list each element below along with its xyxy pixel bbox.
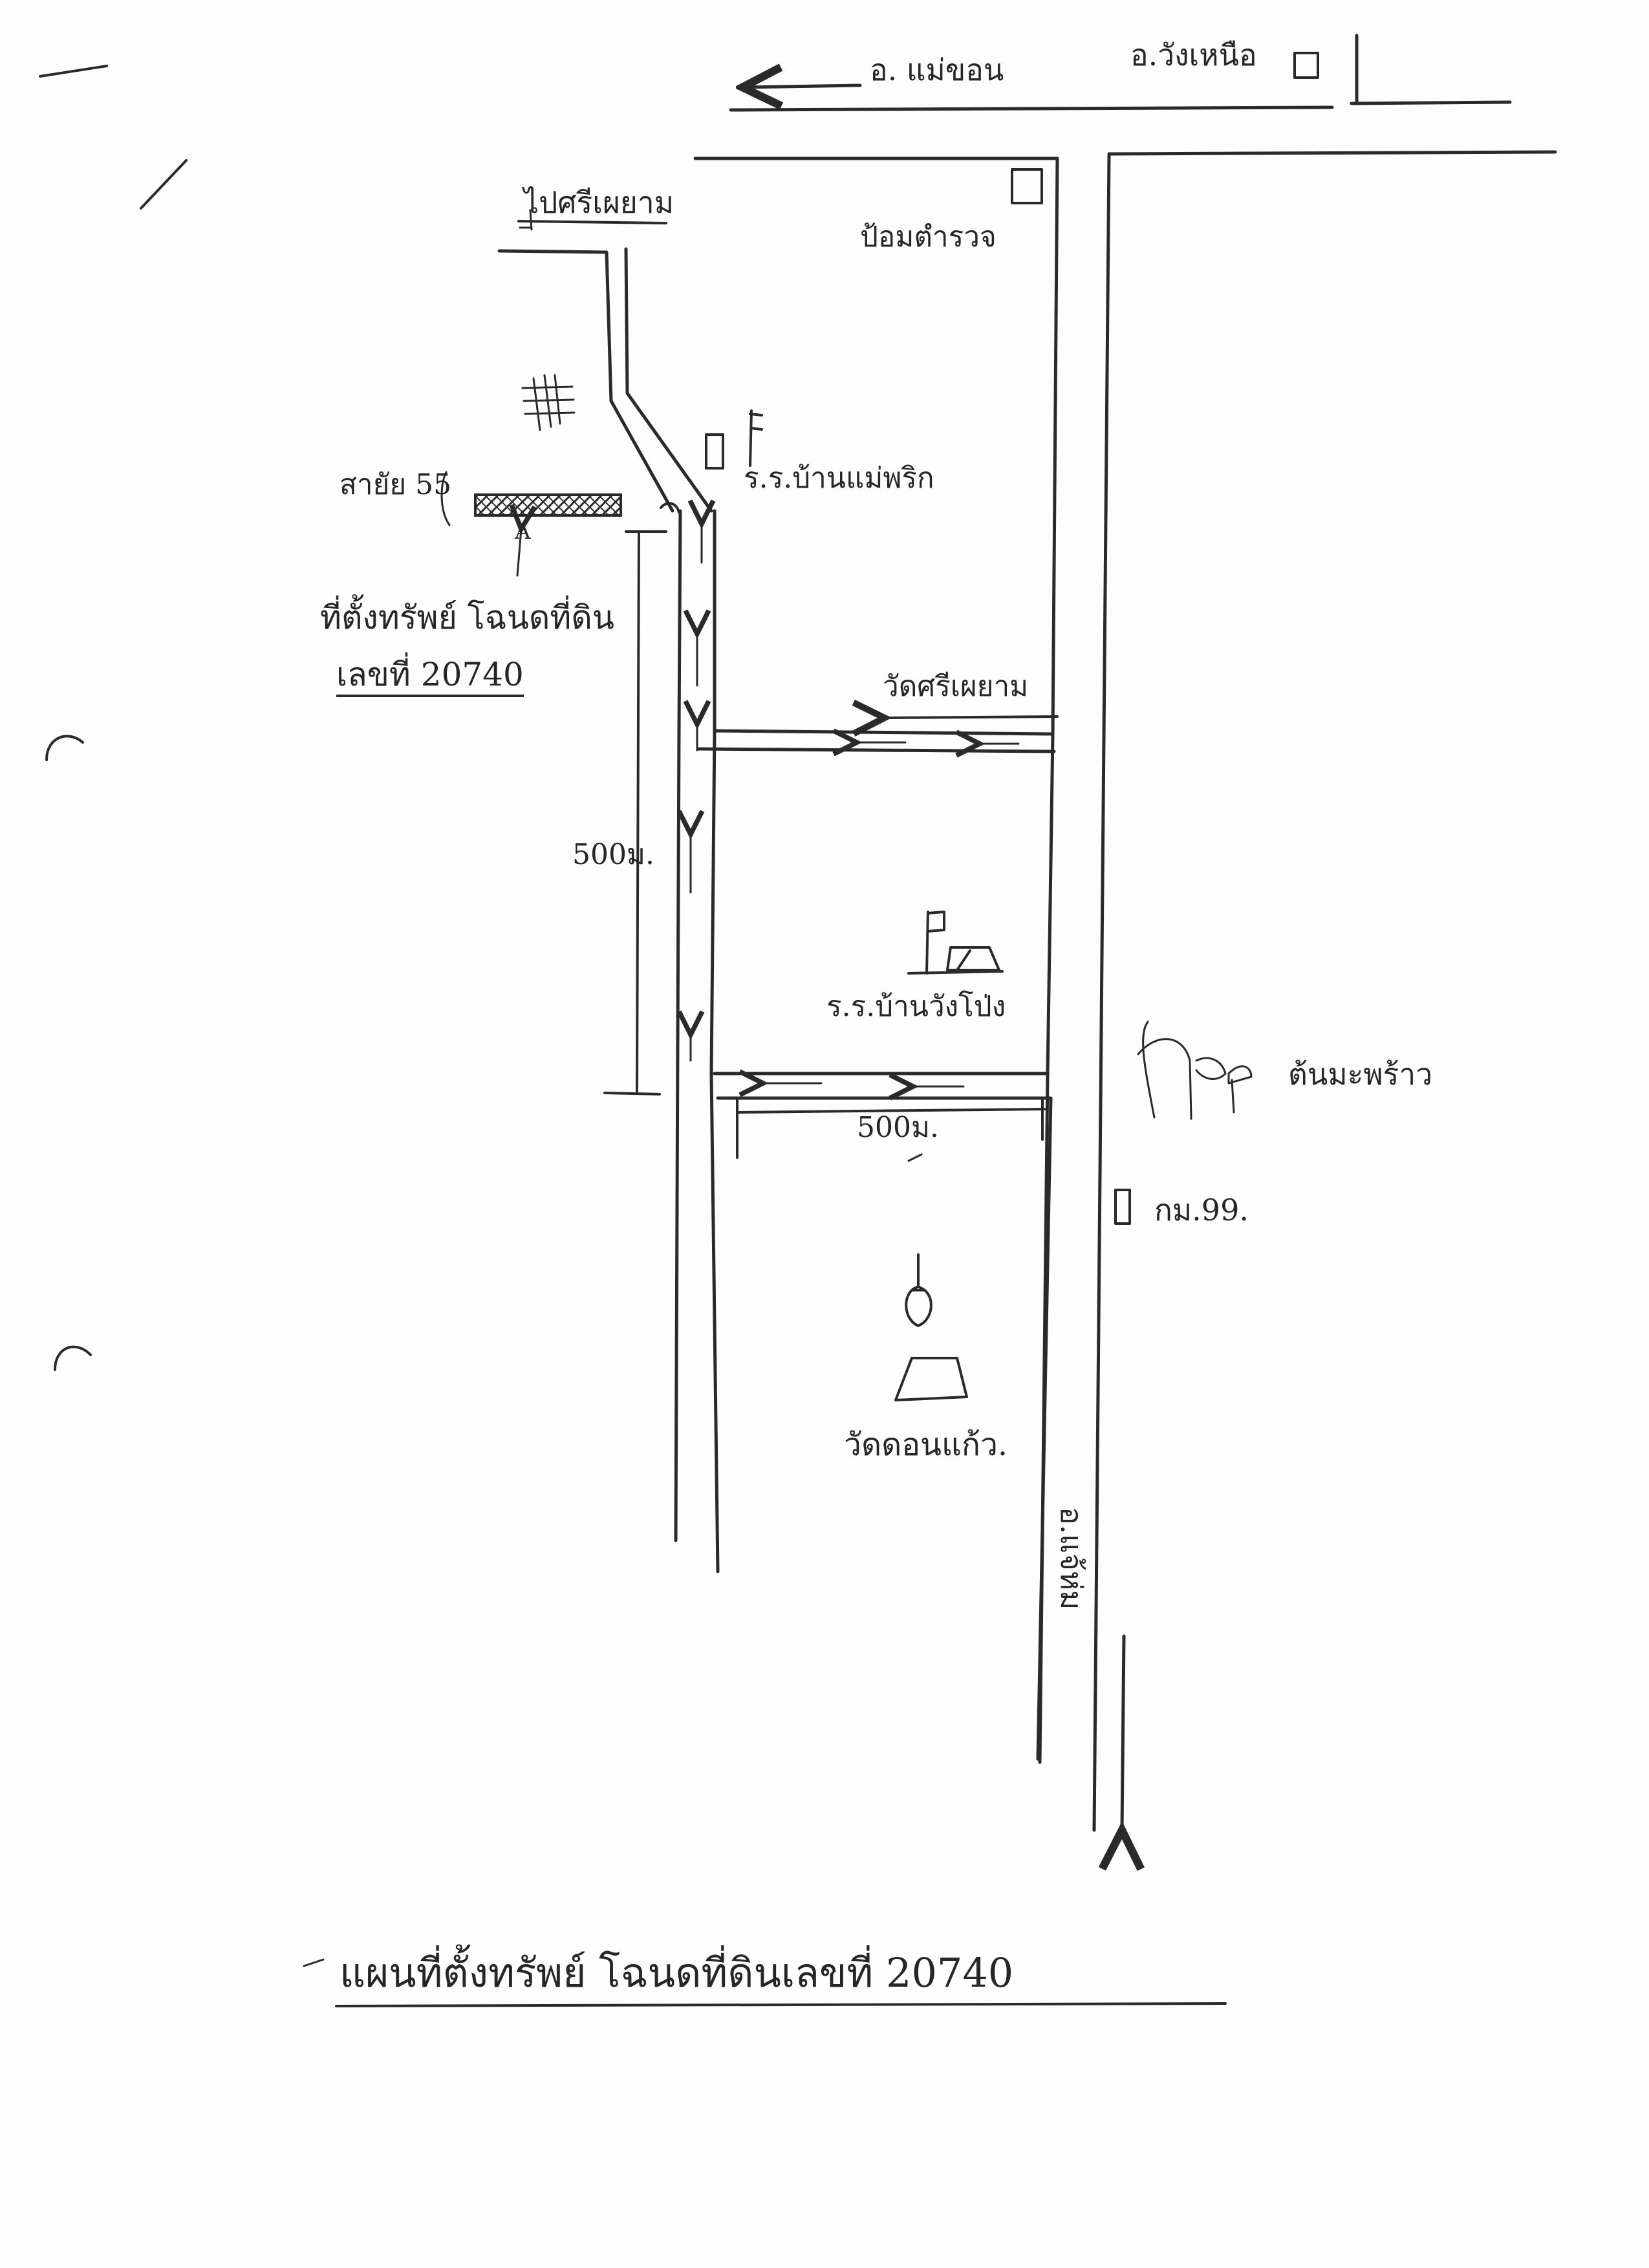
temple-label: วัดดอนแก้ว. bbox=[844, 1427, 1008, 1463]
km-marker-label: กม.99. bbox=[1154, 1193, 1249, 1227]
field-symbol bbox=[521, 374, 576, 431]
distance-line-vertical bbox=[636, 530, 640, 1093]
stray-mark bbox=[140, 159, 188, 210]
distance-line-horizontal bbox=[736, 1108, 1046, 1114]
school-flag-1 bbox=[749, 409, 763, 467]
police-box-marker bbox=[1011, 168, 1043, 204]
property-label-line1: ที่ตั้งทรัพย์ โฉนดที่ดิน bbox=[320, 599, 614, 636]
stray-mark bbox=[303, 1958, 325, 1967]
stray-mark bbox=[907, 1153, 923, 1162]
distance-line-ends bbox=[736, 1097, 1044, 1159]
branch-road-line bbox=[624, 247, 713, 513]
coconut-tree-label: ต้นมะพร้าว bbox=[1288, 1057, 1433, 1092]
side-road-line bbox=[709, 509, 720, 1573]
police-box-label: ป้อมตำรวจ bbox=[860, 221, 997, 254]
road-top-right-label: อ.วังเหนือ bbox=[1130, 38, 1257, 72]
km-post-marker bbox=[1114, 1189, 1131, 1225]
direction-arrow-south bbox=[1122, 1634, 1124, 1830]
distance-line-ends bbox=[603, 530, 667, 1096]
top-road-line bbox=[1350, 100, 1512, 105]
coconut-tree-icon bbox=[1137, 1021, 1253, 1120]
punch-hole bbox=[54, 1345, 92, 1371]
left-road-label: สายัย 55 bbox=[339, 468, 452, 501]
lower-road-line bbox=[1036, 1096, 1053, 1761]
bracket-mark bbox=[440, 471, 451, 526]
property-pointer bbox=[517, 529, 521, 577]
top-road-line bbox=[729, 105, 1334, 112]
distance-vertical-label: 500ม. bbox=[572, 838, 654, 871]
to-sripaeng-underline bbox=[519, 209, 533, 231]
road-top-left-label: อ. แม่ขอน bbox=[870, 52, 1004, 87]
building-marker bbox=[1293, 52, 1319, 79]
side-road-line bbox=[674, 509, 682, 1542]
main-road-line bbox=[1107, 150, 1557, 156]
property-parcel bbox=[474, 493, 622, 517]
to-sripaeng-label: ไปศรีเผยาม bbox=[524, 185, 674, 220]
to-sripaeng-underline bbox=[517, 220, 667, 224]
direction-arrow bbox=[742, 85, 862, 87]
to-wat-sripaeng-arrow bbox=[885, 717, 1059, 718]
punch-hole bbox=[45, 735, 84, 761]
stray-mark bbox=[39, 65, 108, 78]
highway-line bbox=[1092, 153, 1111, 1832]
temple-stupa-icon bbox=[905, 1253, 932, 1327]
school-flag-2 bbox=[925, 911, 945, 975]
title-underline bbox=[335, 2002, 1227, 2007]
property-label-line2: เลขที่ 20740 bbox=[336, 658, 524, 697]
junction-mark bbox=[660, 502, 680, 513]
to-wat-sripaeng-label: วัดศรีเผยาม bbox=[883, 670, 1029, 703]
branch-road-line bbox=[497, 249, 674, 513]
distance-horizontal-label: 500ม. bbox=[857, 1111, 939, 1144]
school-building-1 bbox=[705, 433, 724, 470]
map-title: แผนที่ตั้งทรัพย์ โฉนดที่ดินเลขที่ 20740 bbox=[339, 1949, 1014, 1996]
temple-building-icon bbox=[894, 1357, 968, 1401]
cross-street-line bbox=[696, 747, 1056, 753]
road-bottom-label: อ.แจ้ห่ม bbox=[1054, 1507, 1089, 1610]
cross-street-line bbox=[713, 729, 1055, 736]
school-building-2 bbox=[907, 946, 1004, 975]
property-marker-letter: A bbox=[515, 519, 531, 545]
school-1-label: ร.ร.บ้านแม่พริก bbox=[744, 462, 934, 495]
school-2-label: ร.ร.บ้านวังโป่ง bbox=[826, 990, 1006, 1023]
